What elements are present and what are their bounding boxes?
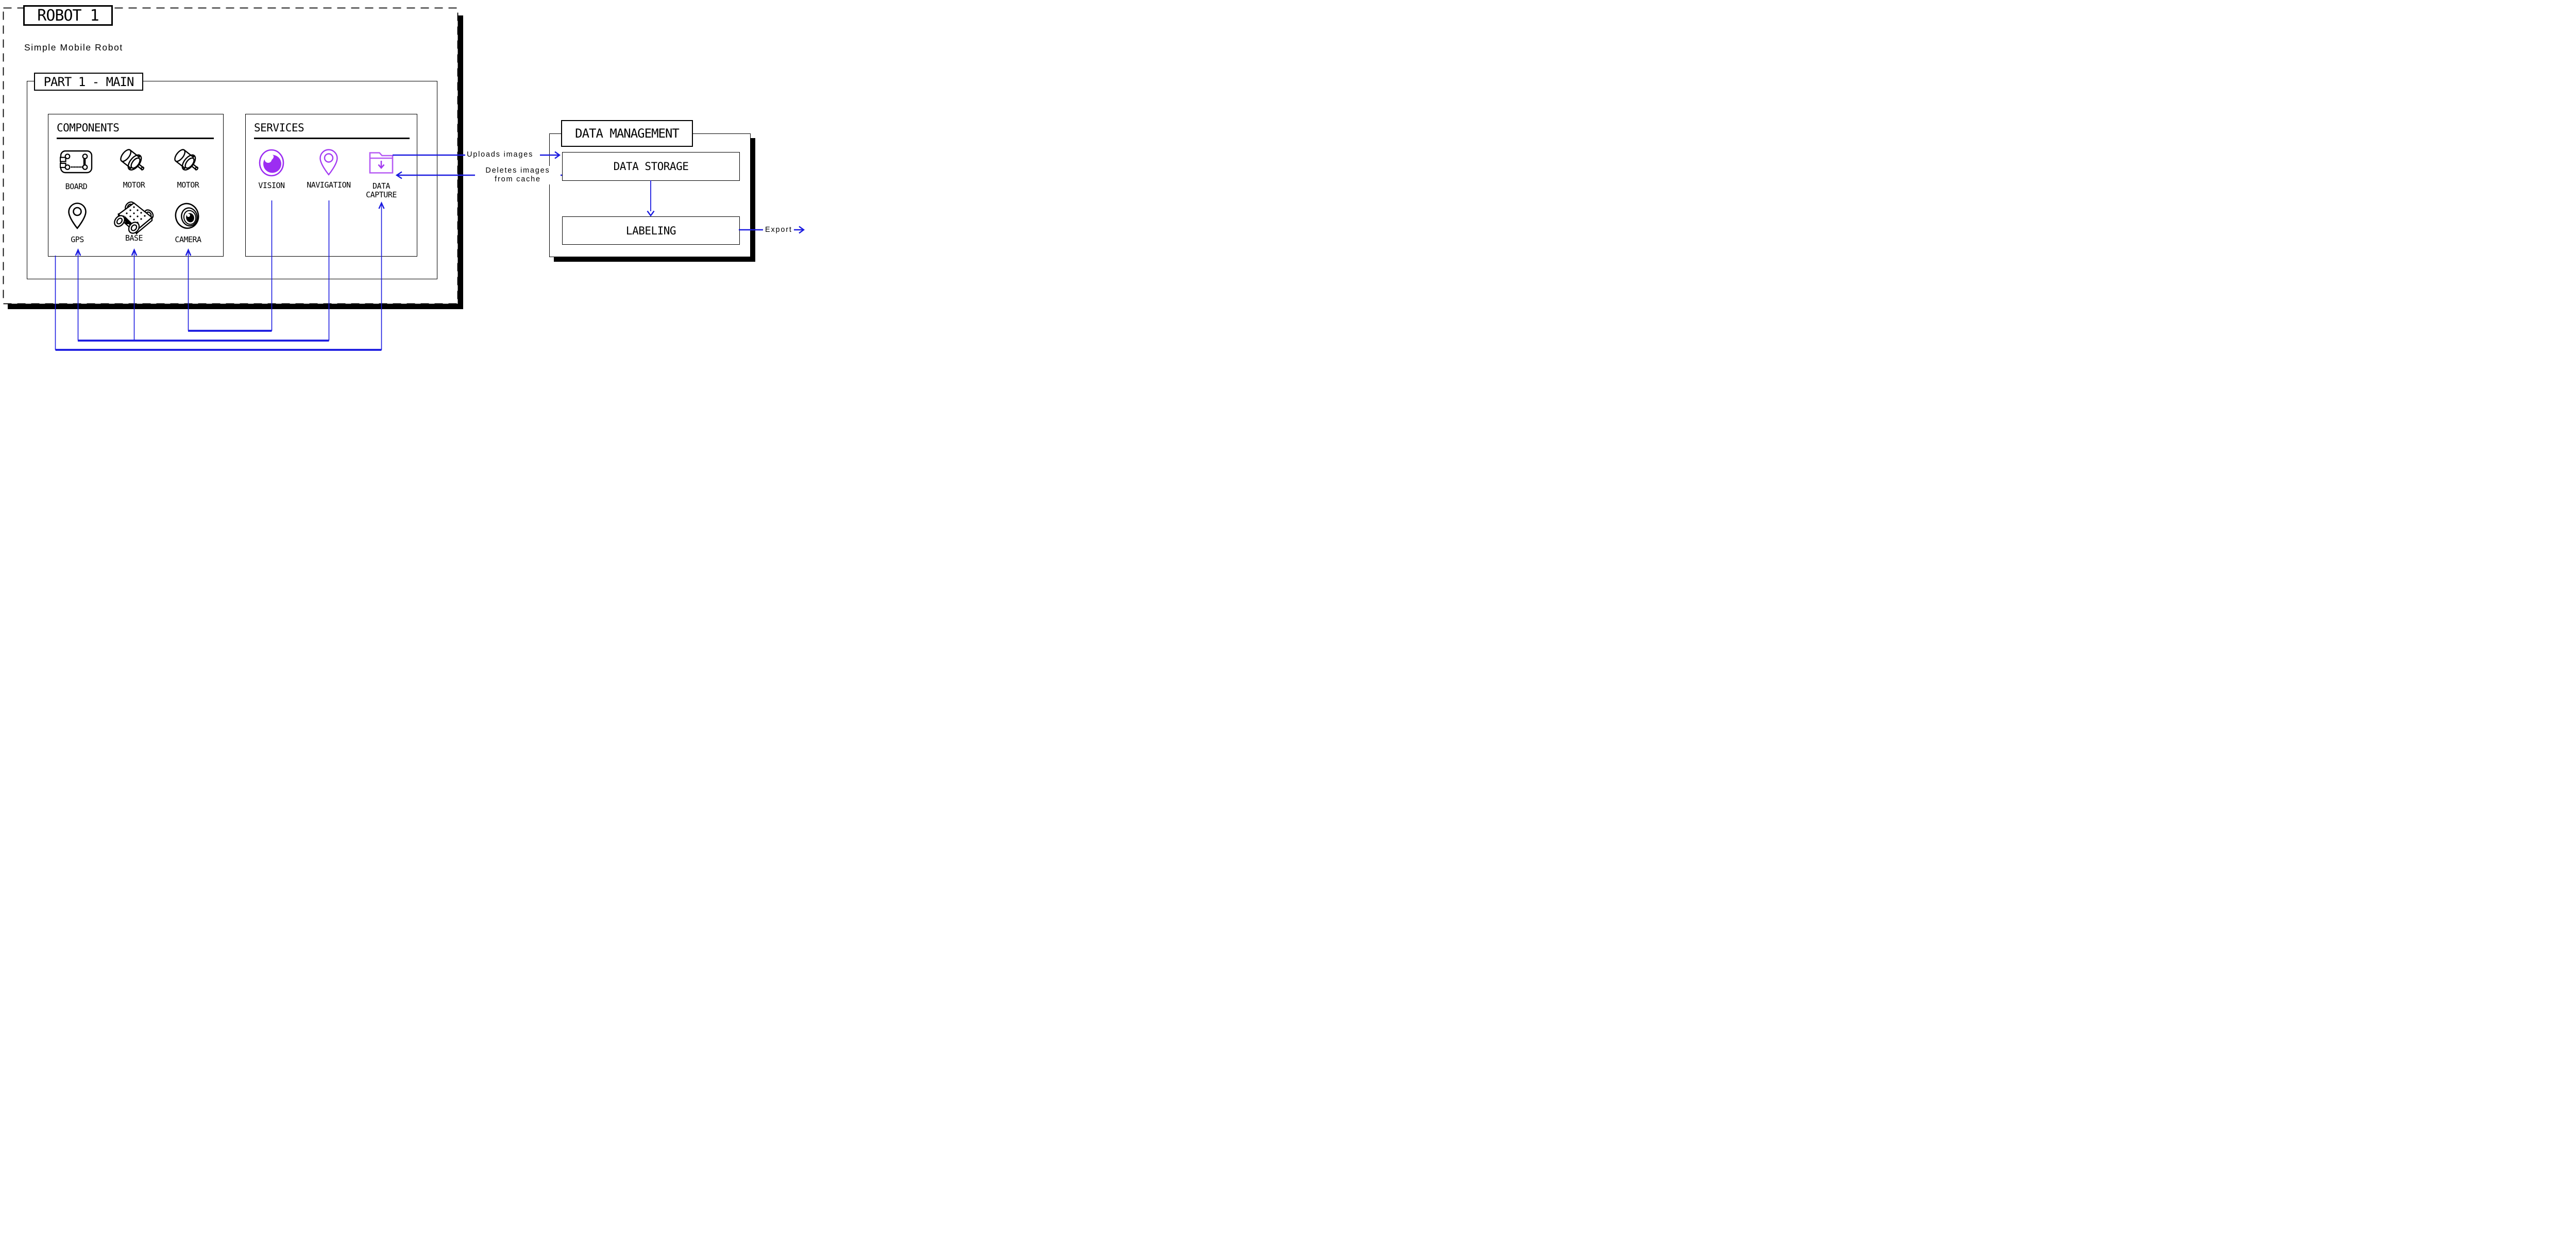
- data-management-title: DATA MANAGEMENT: [575, 126, 680, 141]
- component-camera: CAMERA: [160, 202, 216, 244]
- gps-pin-icon: [49, 202, 106, 234]
- labeling-label: LABELING: [625, 224, 676, 237]
- component-label: BASE: [125, 233, 143, 243]
- labeling-node: LABELING: [562, 216, 740, 245]
- component-base: BASE: [106, 200, 162, 243]
- data-storage-label: DATA STORAGE: [613, 160, 689, 173]
- robot-title-box: ROBOT 1: [23, 5, 113, 26]
- component-motor-2: MOTOR: [160, 148, 216, 190]
- vision-eye-icon: [243, 149, 300, 180]
- uploads-images-label: Uploads images: [465, 150, 535, 160]
- deletes-label-line2: from cache: [495, 175, 541, 183]
- component-label: CAMERA: [175, 235, 201, 244]
- service-vision: VISION: [243, 149, 300, 190]
- service-label: NAVIGATION: [307, 180, 351, 190]
- export-label: Export: [764, 225, 794, 235]
- robot-subtitle: Simple Mobile Robot: [24, 42, 123, 53]
- service-label: VISION: [258, 181, 285, 190]
- board-icon: [48, 150, 105, 181]
- component-label: MOTOR: [177, 180, 199, 190]
- deletes-images-label: Deletes images from cache: [475, 166, 561, 184]
- service-label-line2: CAPTURE: [366, 190, 397, 199]
- diagram-canvas: ROBOT 1 Simple Mobile Robot PART 1 - MAI…: [0, 0, 808, 353]
- part-main-title: PART 1 - MAIN: [43, 74, 134, 89]
- component-board: BOARD: [48, 150, 105, 191]
- motor-icon: [160, 148, 216, 179]
- data-capture-folder-icon: [353, 149, 410, 180]
- camera-lens-icon: [160, 202, 216, 234]
- services-title: SERVICES: [254, 122, 304, 134]
- part-main-title-box: PART 1 - MAIN: [34, 73, 143, 91]
- navigation-pin-icon: [300, 148, 357, 179]
- base-rover-icon: [106, 200, 162, 234]
- service-label-line1: DATA: [372, 181, 391, 191]
- robot-title: ROBOT 1: [37, 6, 99, 25]
- services-underline: [254, 138, 410, 139]
- data-management-title-box: DATA MANAGEMENT: [561, 120, 693, 147]
- service-data-capture: DATA CAPTURE: [353, 149, 410, 199]
- service-navigation: NAVIGATION: [300, 148, 357, 190]
- data-storage-node: DATA STORAGE: [562, 152, 740, 181]
- components-underline: [57, 138, 214, 139]
- component-gps: GPS: [49, 202, 106, 244]
- deletes-label-line1: Deletes images: [485, 166, 550, 175]
- component-label: GPS: [71, 235, 84, 244]
- components-title: COMPONENTS: [57, 122, 120, 134]
- motor-icon: [106, 148, 162, 179]
- service-label: DATA CAPTURE: [353, 182, 410, 199]
- component-motor-1: MOTOR: [106, 148, 162, 190]
- component-label: BOARD: [65, 182, 88, 191]
- component-label: MOTOR: [123, 180, 145, 190]
